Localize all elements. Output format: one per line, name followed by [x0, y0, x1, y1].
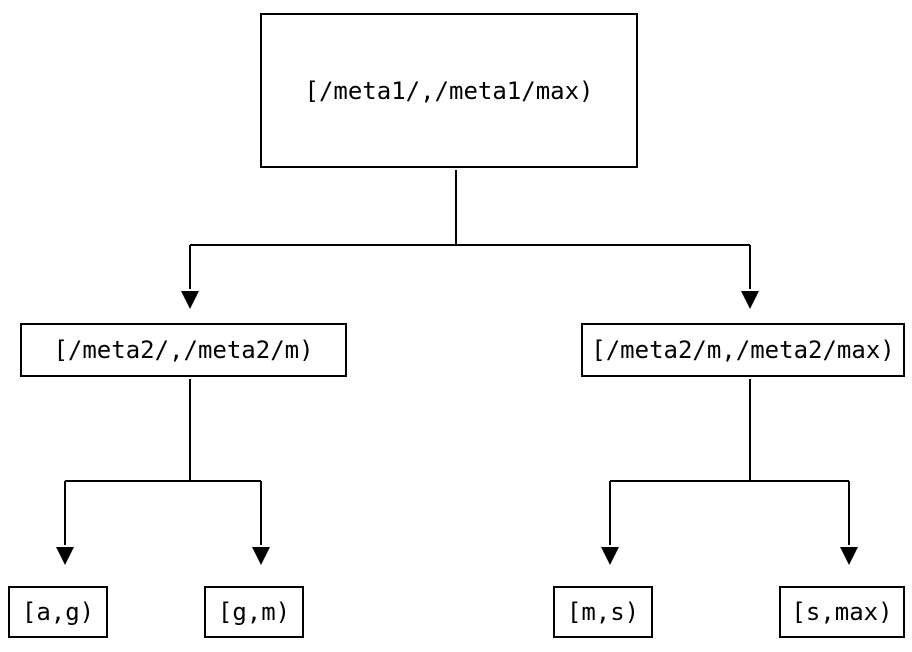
arrowhead-down-icon: [181, 291, 199, 309]
node-root-label: [/meta1/,/meta1/max): [304, 76, 594, 105]
node-root: [/meta1/,/meta1/max): [260, 13, 638, 168]
node-leaf-gm-label: [g,m): [217, 598, 291, 626]
node-meta2-high: [/meta2/m,/meta2/max): [581, 323, 905, 377]
node-leaf-ms: [m,s): [553, 586, 653, 638]
arrowhead-down-icon: [56, 547, 74, 565]
node-leaf-ag: [a,g): [8, 586, 108, 638]
edge-root-to-children: [181, 170, 759, 309]
node-leaf-smax: [s,max): [779, 586, 905, 638]
node-leaf-gm: [g,m): [204, 586, 304, 638]
node-leaf-ms-label: [m,s): [566, 598, 640, 626]
arrowhead-down-icon: [840, 547, 858, 565]
edge-meta2high-to-children: [601, 379, 858, 565]
node-meta2-high-label: [/meta2/m,/meta2/max): [591, 336, 895, 364]
node-meta2-low: [/meta2/,/meta2/m): [20, 323, 347, 377]
arrowhead-down-icon: [741, 291, 759, 309]
node-meta2-low-label: [/meta2/,/meta2/m): [53, 336, 314, 364]
arrowhead-down-icon: [252, 547, 270, 565]
node-leaf-ag-label: [a,g): [21, 598, 95, 626]
node-leaf-smax-label: [s,max): [791, 598, 893, 626]
arrowhead-down-icon: [601, 547, 619, 565]
edge-meta2low-to-children: [56, 379, 270, 565]
